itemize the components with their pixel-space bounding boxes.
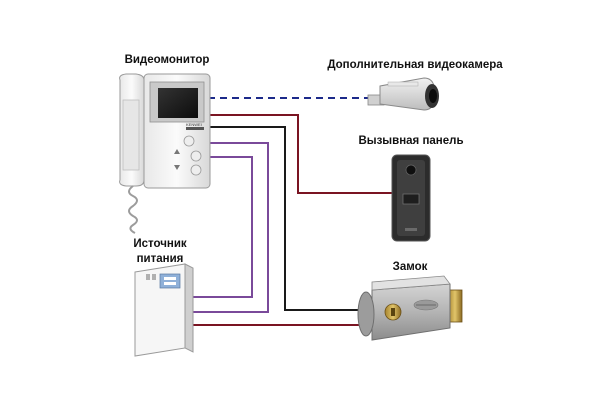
psu-label-line1: Источник [133, 238, 187, 250]
wire-psu-purple-inner [188, 156, 253, 298]
wire-lock-black [208, 126, 372, 311]
camera-label: Дополнительная видеокамера [327, 59, 503, 71]
wire-psu-purple-outer [188, 142, 269, 313]
wire-panel-red [208, 114, 392, 194]
brand-label: KENWEI [186, 122, 202, 127]
psu-label-line2: питания [137, 253, 184, 265]
call-panel-icon [391, 154, 431, 242]
panel-label: Вызывная панель [358, 135, 463, 147]
power-supply-icon [134, 263, 194, 357]
wires [188, 97, 392, 326]
lock-icon [357, 275, 463, 341]
monitor-icon: KENWEI [119, 73, 211, 234]
lock-label: Замок [393, 261, 428, 273]
camera-icon [367, 77, 439, 111]
monitor-label: Видеомонитор [125, 54, 210, 66]
